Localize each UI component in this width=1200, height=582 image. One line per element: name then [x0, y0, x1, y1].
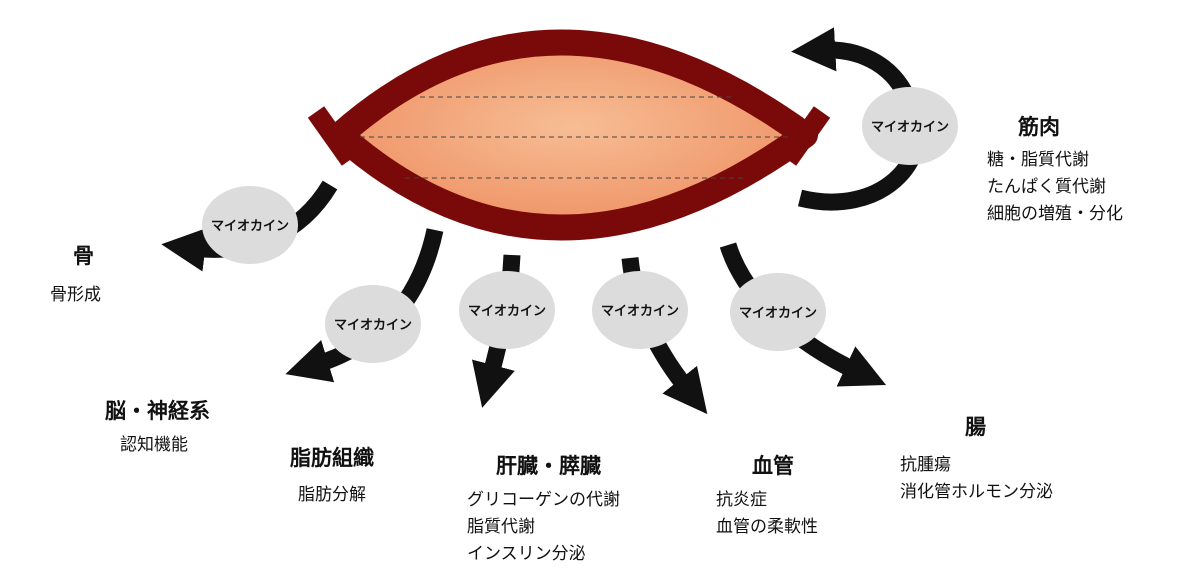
organ-desc-line: 認知機能: [120, 435, 188, 455]
organ-desc-adipose: 脂肪分解: [298, 482, 366, 509]
tendon-left: [307, 106, 359, 166]
organ-desc-line: 脂質代謝: [467, 517, 535, 537]
organ-desc-line: 消化管ホルモン分泌: [900, 482, 1053, 502]
organ-desc-liver: グリコーゲンの代謝 脂質代謝 インスリン分泌: [467, 487, 620, 568]
organ-title-bone: 骨: [73, 244, 94, 268]
organ-desc-vessel: 抗炎症 血管の柔軟性: [716, 487, 818, 541]
organ-desc-line: インスリン分泌: [467, 544, 586, 564]
myokine-bubble-bone: [202, 186, 298, 264]
myokine-bubble-liver: [459, 271, 555, 349]
organ-desc-line: たんぱく質代謝: [987, 177, 1106, 197]
organ-desc-gut: 抗腫瘍 消化管ホルモン分泌: [900, 452, 1053, 506]
organ-desc-line: 脂肪分解: [298, 485, 366, 505]
organ-desc-line: 細胞の増殖・分化: [987, 204, 1123, 224]
myokine-bubble-muscle: [862, 87, 958, 165]
myokine-label-bone: マイオカイン: [211, 219, 289, 234]
organ-desc-line: 血管の柔軟性: [716, 517, 818, 537]
organ-title-gut: 腸: [965, 415, 986, 439]
myokine-bubble-vessel: [592, 271, 688, 349]
organ-title-vessel: 血管: [752, 454, 794, 478]
myokine-label-vessel: マイオカイン: [601, 304, 679, 319]
myokine-bubbles: マイオカイン マイオカイン マイオカイン マイオカイン マイオカイン マイオカイ…: [202, 87, 958, 363]
organ-desc-bone: 骨形成: [50, 282, 101, 309]
myokine-bubble-gut: [730, 273, 826, 351]
myokine-label-gut: マイオカイン: [739, 306, 817, 321]
myokine-label-brain: マイオカイン: [334, 318, 412, 333]
organ-desc-line: グリコーゲンの代謝: [467, 490, 620, 510]
organ-desc-muscle: 糖・脂質代謝 たんぱく質代謝 細胞の増殖・分化: [987, 147, 1123, 228]
organ-desc-line: 糖・脂質代謝: [987, 150, 1089, 170]
myokine-label-muscle: マイオカイン: [871, 120, 949, 135]
organ-title-liver: 肝臓・膵臓: [496, 454, 601, 478]
organ-desc-line: 骨形成: [50, 285, 101, 305]
organ-title-adipose: 脂肪組織: [290, 446, 374, 470]
tendon-right: [779, 106, 831, 166]
myokine-bubble-brain: [325, 285, 421, 363]
organ-desc-line: 抗腫瘍: [900, 455, 951, 475]
organ-title-muscle: 筋肉: [1018, 115, 1060, 139]
organ-title-brain: 脳・神経系: [105, 399, 210, 423]
myokine-label-liver: マイオカイン: [468, 304, 546, 319]
muscle-body: [327, 29, 818, 241]
organ-desc-line: 抗炎症: [716, 490, 767, 510]
muscle-illustration: [307, 29, 831, 241]
organ-desc-brain: 認知機能: [120, 432, 188, 459]
